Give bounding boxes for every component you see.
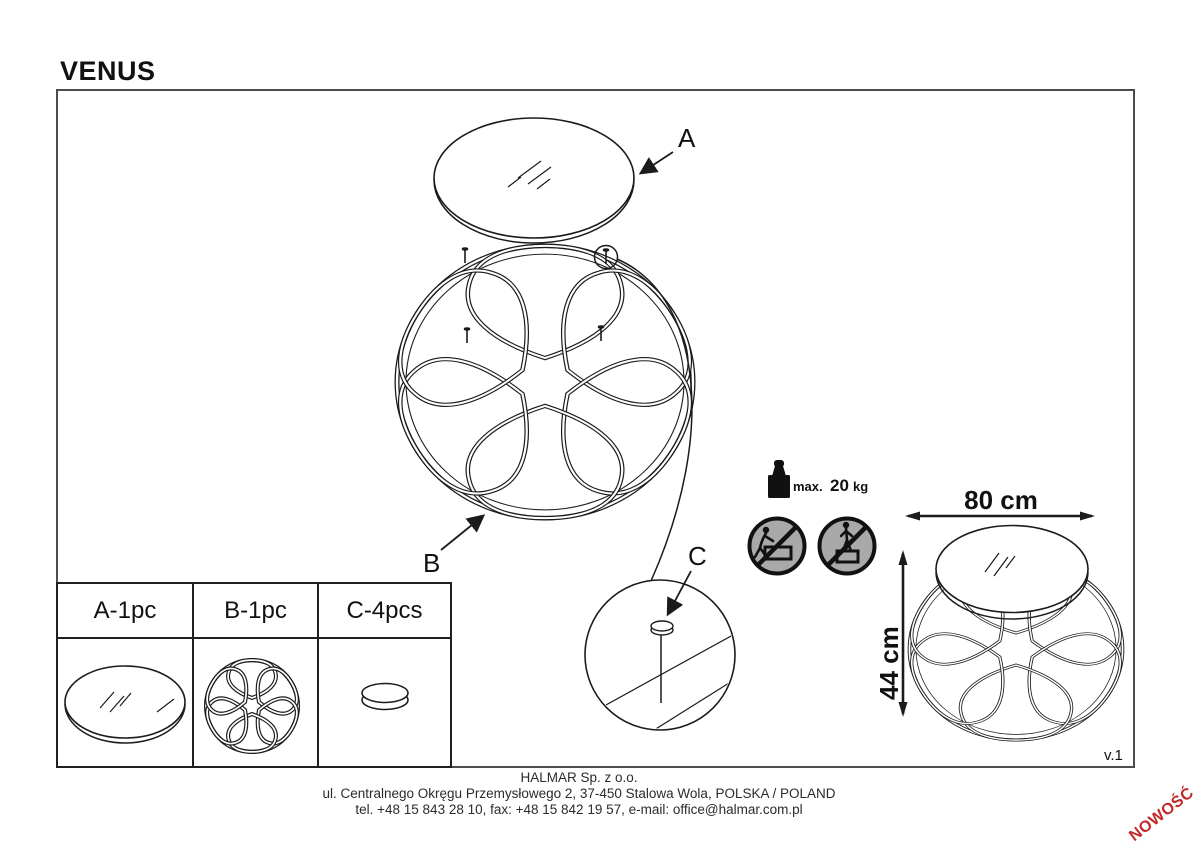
company-address: ul. Centralnego Okręgu Przemysłowego 2, … xyxy=(322,785,836,801)
part-c-quantity: C-4pcs xyxy=(319,584,450,639)
company-contact: tel. +48 15 843 28 10, fax: +48 15 842 1… xyxy=(355,801,803,817)
drawing-frame xyxy=(56,89,1135,768)
part-b-quantity: B-1pc xyxy=(194,584,319,639)
part-a-drawing-cell xyxy=(58,639,194,766)
part-b-drawing-cell xyxy=(194,639,319,766)
product-title: VENUS xyxy=(60,56,156,86)
manufacturer-footer: HALMAR Sp. z o.o. ul. Centralnego Okręgu… xyxy=(0,770,1158,817)
company-name: HALMAR Sp. z o.o. xyxy=(520,770,638,785)
part-a-quantity: A-1pc xyxy=(58,584,194,639)
version-label: v.1 xyxy=(1104,747,1123,764)
parts-table: A-1pc B-1pc C-4pcs xyxy=(56,582,452,768)
part-c-drawing-cell xyxy=(319,639,450,766)
